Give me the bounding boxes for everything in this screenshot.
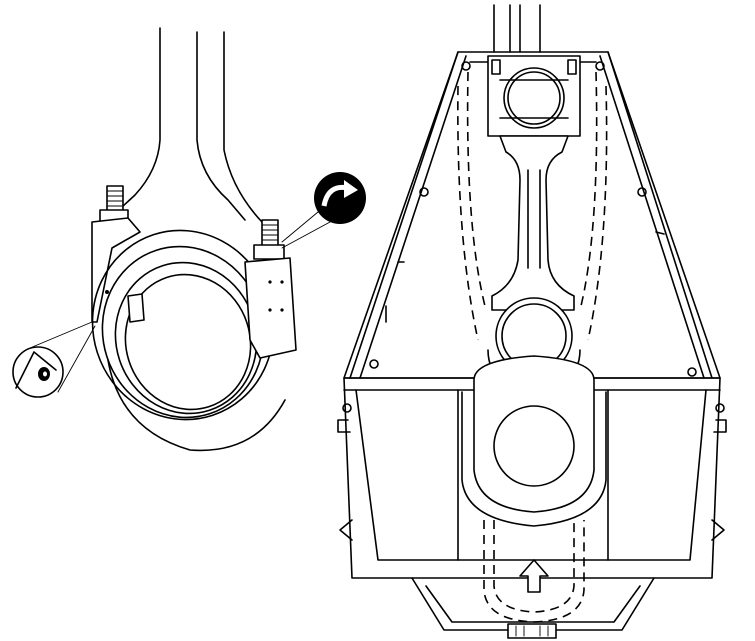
crank-web-outline [461,391,607,527]
frame-bolt-5 [369,359,379,369]
crosshead-slot-right [567,59,577,75]
frame-bolt-6 [687,367,697,377]
right-guide-dash-2 [587,85,608,341]
hole-detail-icon [12,346,64,398]
frame-bolt-7 [342,403,352,413]
bearing-tab [127,293,145,323]
side-rod-right [655,231,665,235]
left-guide-dash-2 [457,85,479,341]
crosshead-pin-outer [503,67,565,129]
left-bolt [99,185,129,223]
rod-shaft-left-edge [109,27,161,219]
rod-shaft-inner-edge [196,31,246,221]
frame-bolt-3 [419,187,429,197]
frame-bolt-2 [595,61,605,71]
crosshead-pin-inner [507,71,561,125]
main-journal [493,405,575,487]
callout-line-rotate [281,211,319,243]
left-guide-dash-1 [466,71,487,311]
up-arrow-icon [519,559,549,593]
callout-line-hole-2 [57,325,96,393]
bedplate-lug-right-low [711,519,725,541]
a-frame-left-edge [349,51,459,379]
left-block-dot [105,290,109,294]
bedplate-lug-right [713,419,727,433]
rod-shaft-right-edge [223,31,263,223]
bedplate-outline [343,377,721,579]
bedplate-lug-left [337,419,351,433]
a-frame-left-inner [359,55,467,379]
right-bolt [253,219,285,260]
callout-line-rotate-2 [281,221,331,249]
frame-bolt-4 [637,187,647,197]
crosshead [487,55,581,137]
engine-frame-right [337,4,727,639]
right-block-dot-1 [268,280,272,284]
right-block-dot-4 [280,308,284,312]
right-block-dot-3 [268,308,272,312]
bedplate-lug-left-low [339,519,353,541]
lower-dashed-inner [493,520,575,613]
frame-bolt-8 [715,403,725,413]
frame-bolt-1 [461,61,471,71]
right-block-dot-2 [280,280,284,284]
oil-pan-inner [425,585,641,623]
right-cap-block [244,257,297,359]
callout-line-hole [29,321,93,349]
right-guide-dash-1 [579,71,598,311]
connecting-rod-left [12,27,366,452]
bearing-cap-lower-edge [107,359,286,452]
connecting-rod-body [491,135,575,311]
a-frame-right-inner [599,55,705,379]
bearing-inner-ring [124,273,252,411]
a-frame-right-edge [607,51,713,379]
drain-fitting [507,623,557,639]
rod-web-lines [527,169,541,269]
rotate-arrow-icon [314,172,366,224]
crosshead-slot-left [491,59,501,75]
